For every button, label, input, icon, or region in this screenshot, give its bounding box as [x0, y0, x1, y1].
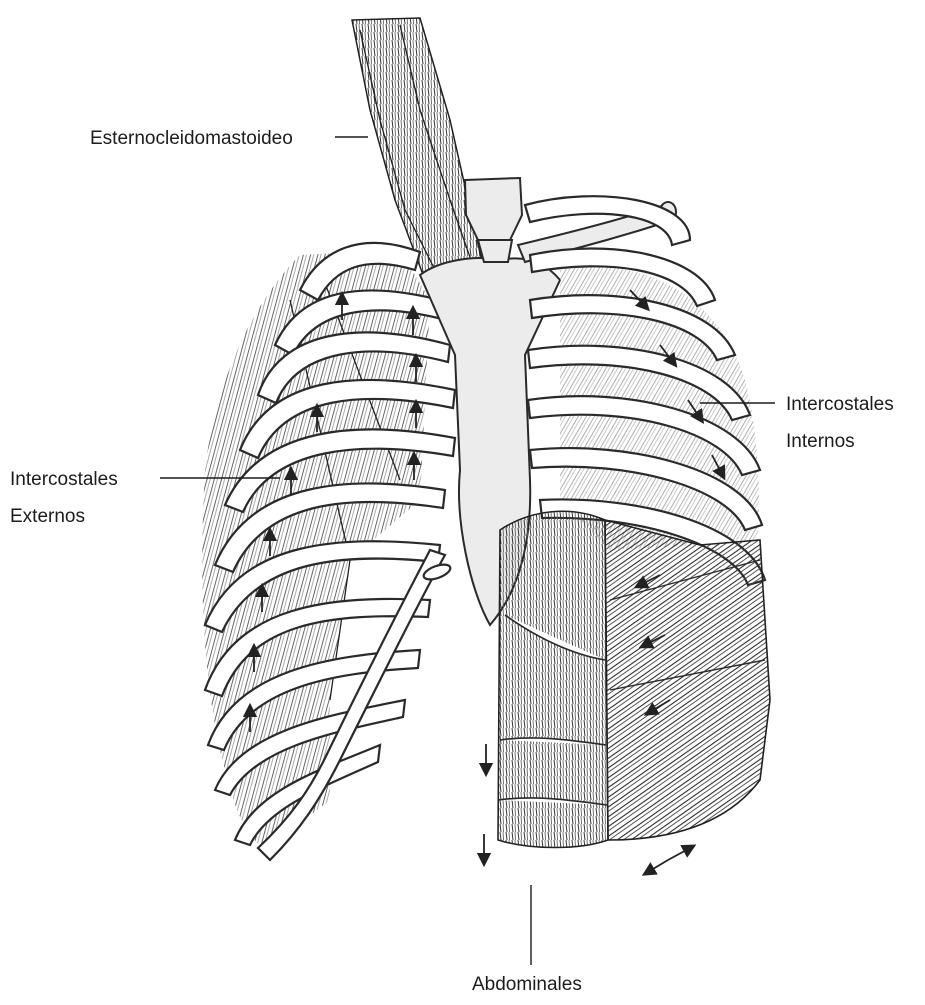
- internal-intercostal-label-line1: Intercostales: [786, 394, 894, 415]
- scm-label: Esternocleidomastoideo: [90, 128, 293, 149]
- external-intercostal-label-line2: Externos: [10, 506, 85, 527]
- external-intercostal-label-line1: Intercostales: [10, 469, 118, 490]
- internal-intercostal-label-line2: Internos: [786, 431, 855, 452]
- left-ribs: [202, 243, 455, 860]
- abdominal-muscles: [484, 511, 770, 872]
- abdominals-label: Abdominales: [472, 974, 582, 995]
